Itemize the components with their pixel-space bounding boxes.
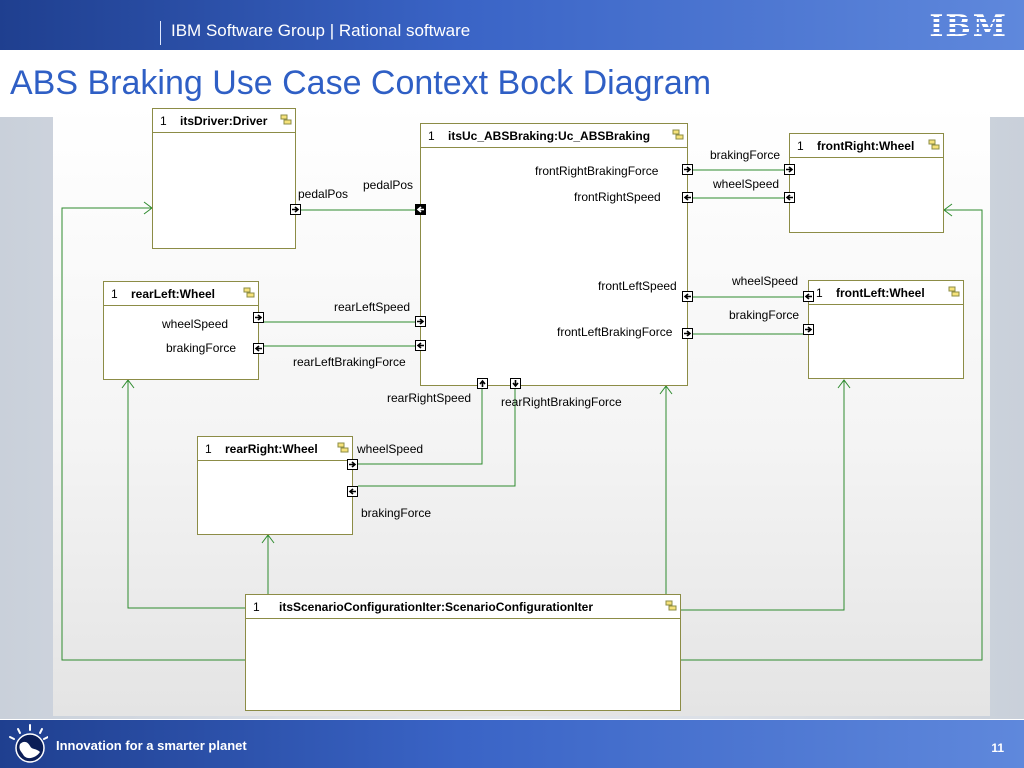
arrow-right-icon	[255, 314, 263, 321]
block-multiplicity: 1	[428, 129, 435, 143]
port-fr-wheelspeed[interactable]	[784, 192, 795, 203]
port-fl-wheelspeed[interactable]	[803, 291, 814, 302]
label-abs-rearright-speed: rearRightSpeed	[387, 391, 472, 405]
port-abs-rearleft-force[interactable]	[415, 340, 426, 351]
block-name: frontRight:Wheel	[817, 139, 915, 153]
block-multiplicity: 1	[797, 139, 804, 153]
block-icon	[948, 286, 960, 297]
block-name: frontLeft:Wheel	[836, 286, 925, 300]
arrow-left-icon	[683, 293, 691, 300]
label-abs-frontright-speed: frontRightSpeed	[574, 190, 661, 204]
block-multiplicity: 1	[205, 442, 212, 456]
block-icon	[672, 129, 684, 140]
label-fr-wheelspeed: wheelSpeed	[713, 177, 780, 191]
block-multiplicity: 1	[253, 600, 260, 614]
block-name: itsScenarioConfigurationIter:ScenarioCon…	[279, 600, 594, 614]
arrow-left-icon	[348, 488, 356, 495]
block-icon	[337, 442, 349, 453]
label-abs-rearleft-speed: rearLeftSpeed	[334, 300, 411, 314]
label-rl-brakingforce: brakingForce	[166, 341, 237, 355]
arrow-right-icon	[349, 461, 357, 468]
label-driver-pedalpos: pedalPos	[298, 187, 349, 201]
ibm-logo: IBM	[929, 8, 1008, 44]
globe-icon	[9, 724, 48, 763]
arrow-left-icon	[416, 206, 424, 213]
header-group-label: IBM Software Group | Rational software	[171, 21, 471, 40]
arrow-right-icon	[684, 330, 692, 337]
block-header: 1 itsDriver:Driver	[153, 109, 295, 133]
label-fl-brakingforce: brakingForce	[729, 308, 800, 322]
label-abs-frontright-force: frontRightBrakingForce	[535, 164, 659, 178]
arrow-left-icon	[254, 345, 262, 352]
block-abs-braking[interactable]: 1 itsUc_ABSBraking:Uc_ABSBraking	[420, 123, 688, 386]
arrow-right-icon	[292, 206, 300, 213]
arrow-right-icon	[805, 326, 813, 333]
block-name: rearLeft:Wheel	[131, 287, 216, 301]
label-rl-wheelspeed: wheelSpeed	[162, 317, 229, 331]
block-icon	[280, 114, 292, 125]
block-icon	[665, 600, 677, 611]
arrow-left-icon	[683, 194, 691, 201]
label-rr-wheelspeed: wheelSpeed	[357, 442, 424, 456]
port-fr-brakingforce[interactable]	[784, 164, 795, 175]
label-fl-wheelspeed: wheelSpeed	[732, 274, 799, 288]
label-fr-brakingforce: brakingForce	[710, 148, 781, 162]
port-rl-wheelspeed[interactable]	[253, 312, 264, 323]
arrow-left-icon	[785, 194, 793, 201]
port-abs-frontright-speed[interactable]	[682, 192, 693, 203]
header-separator	[160, 21, 161, 45]
block-front-left-wheel[interactable]: 1 frontLeft:Wheel	[808, 280, 964, 379]
arrow-right-icon	[417, 318, 425, 325]
arrow-left-icon	[416, 342, 424, 349]
port-rl-brakingforce[interactable]	[253, 343, 264, 354]
slide-title: ABS Braking Use Case Context Bock Diagra…	[10, 64, 712, 102]
port-driver-pedalpos[interactable]	[290, 204, 301, 215]
arrow-right-icon	[786, 166, 794, 173]
port-rr-brakingforce[interactable]	[347, 486, 358, 497]
header-bar: IBM Software Group | Rational software I…	[0, 0, 1024, 50]
port-abs-pedalpos[interactable]	[415, 204, 426, 215]
label-abs-rearleft-force: rearLeftBrakingForce	[293, 355, 406, 369]
block-multiplicity: 1	[111, 287, 118, 301]
port-abs-rearleft-speed[interactable]	[415, 316, 426, 327]
arrow-right-icon	[684, 166, 692, 173]
block-scenario-config[interactable]: 1 itsScenarioConfigurationIter:ScenarioC…	[245, 594, 681, 711]
block-header: 1 rearLeft:Wheel	[104, 282, 258, 306]
port-abs-frontleft-speed[interactable]	[682, 291, 693, 302]
label-abs-rearright-force: rearRightBrakingForce	[501, 395, 622, 409]
block-header: 1 itsUc_ABSBraking:Uc_ABSBraking	[421, 124, 687, 148]
port-fl-brakingforce[interactable]	[803, 324, 814, 335]
block-multiplicity: 1	[160, 114, 167, 128]
arrow-up-icon	[479, 379, 486, 387]
port-abs-rearright-force[interactable]	[510, 378, 521, 389]
label-rr-brakingforce: brakingForce	[361, 506, 432, 520]
arrow-down-icon	[512, 380, 519, 388]
block-name: itsDriver:Driver	[180, 114, 268, 128]
label-abs-pedalpos: pedalPos	[363, 178, 414, 192]
block-icon	[928, 139, 940, 150]
block-header: 1 rearRight:Wheel	[198, 437, 352, 461]
block-header: 1 itsScenarioConfigurationIter:ScenarioC…	[246, 595, 680, 619]
block-header: 1 frontLeft:Wheel	[809, 281, 963, 305]
block-icon	[243, 287, 255, 298]
port-rr-wheelspeed[interactable]	[347, 459, 358, 470]
port-abs-rearright-speed[interactable]	[477, 378, 488, 389]
footer-bar: Innovation for a smarter planet 11	[0, 720, 1024, 768]
arrow-left-icon	[804, 293, 812, 300]
port-abs-frontleft-force[interactable]	[682, 328, 693, 339]
port-abs-frontright-force[interactable]	[682, 164, 693, 175]
page-number: 11	[991, 741, 1004, 755]
block-multiplicity: 1	[816, 286, 823, 300]
block-rear-right-wheel[interactable]: 1 rearRight:Wheel	[197, 436, 353, 535]
footer-tagline: Innovation for a smarter planet	[56, 738, 247, 753]
block-driver[interactable]: 1 itsDriver:Driver	[152, 108, 296, 249]
block-name: rearRight:Wheel	[225, 442, 318, 456]
block-name: itsUc_ABSBraking:Uc_ABSBraking	[448, 129, 651, 143]
block-rear-left-wheel[interactable]: 1 rearLeft:Wheel	[103, 281, 259, 380]
ibm-logo-text: IBM	[929, 8, 1008, 44]
label-abs-frontleft-speed: frontLeftSpeed	[598, 279, 677, 293]
label-abs-frontleft-force: frontLeftBrakingForce	[557, 325, 673, 339]
block-front-right-wheel[interactable]: 1 frontRight:Wheel	[789, 133, 944, 233]
block-header: 1 frontRight:Wheel	[790, 134, 943, 158]
